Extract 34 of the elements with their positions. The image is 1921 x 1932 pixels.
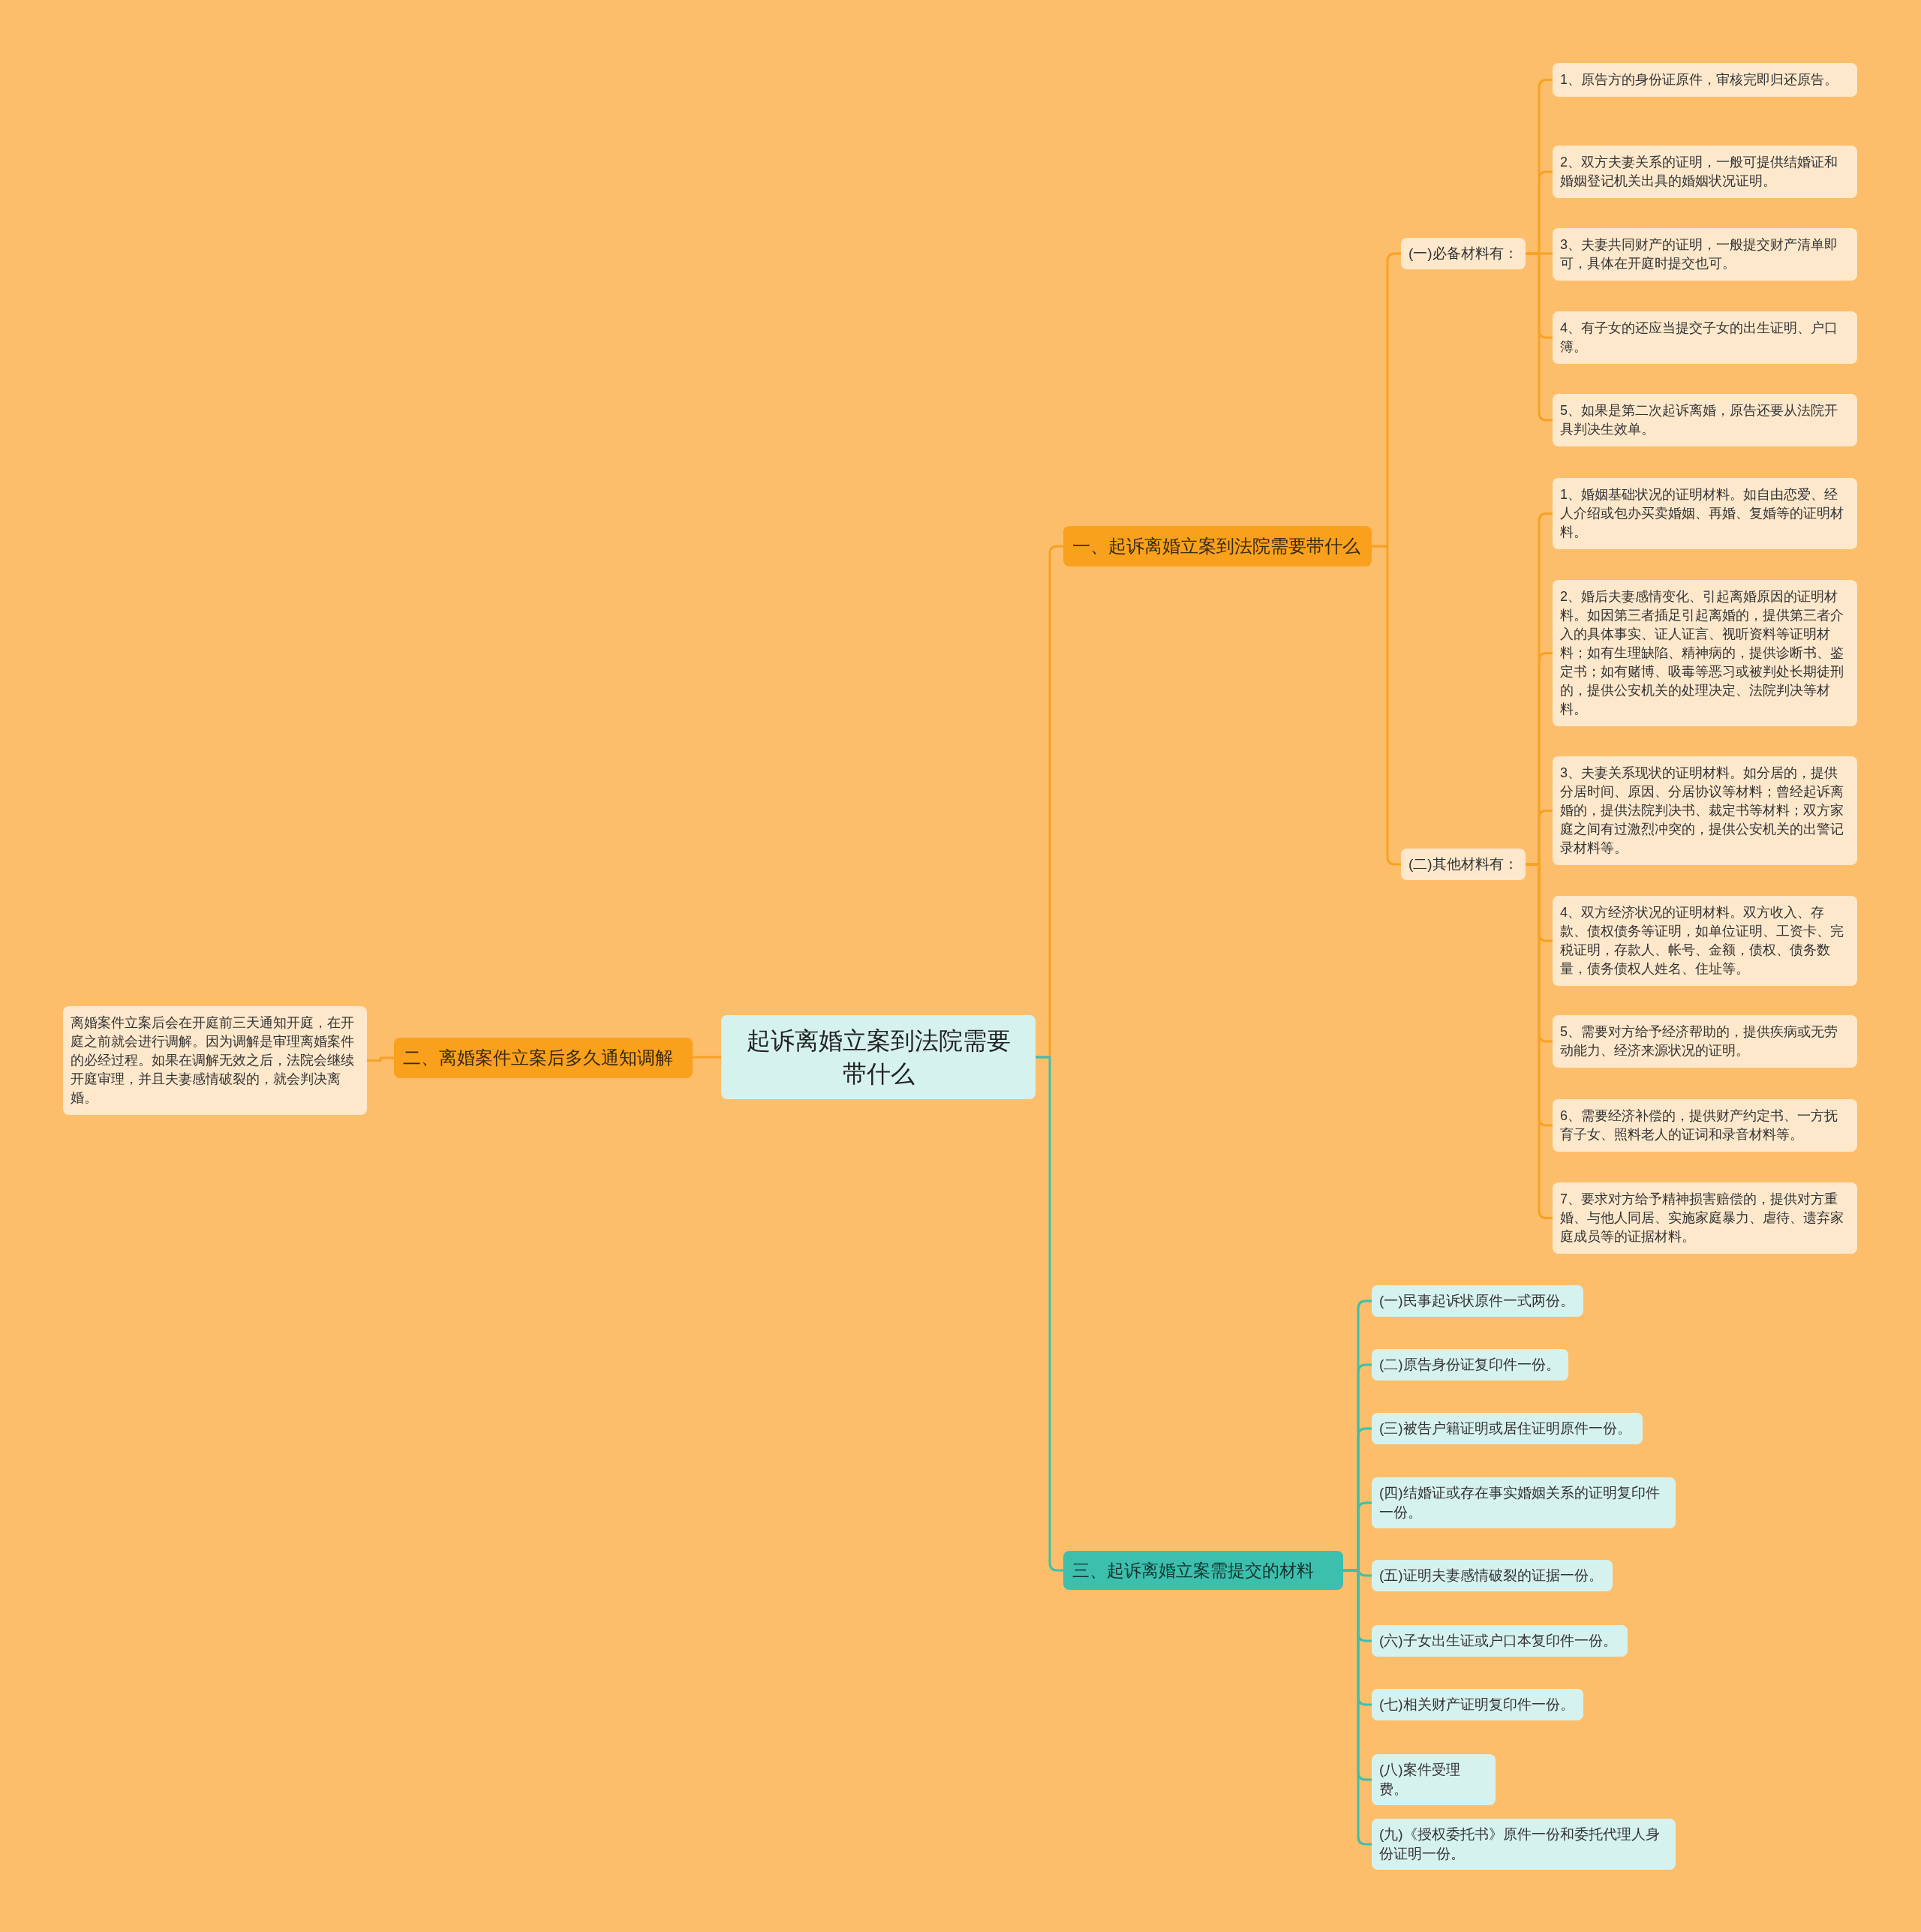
connector-line xyxy=(1526,252,1553,422)
connector-line xyxy=(1526,863,1553,1219)
branch-topic: 三、起诉离婚立案需提交的材料 xyxy=(1063,1551,1343,1590)
detail-box: (七)相关财产证明复印件一份。 xyxy=(1372,1689,1583,1720)
detail-box: (一)民事起诉状原件一式两份。 xyxy=(1372,1285,1583,1317)
subtopic-box: (二)其他材料有： xyxy=(1401,849,1526,880)
detail-box: (六)子女出生证或户口本复印件一份。 xyxy=(1372,1625,1628,1657)
detail-box: (八)案件受理费。 xyxy=(1372,1754,1496,1805)
branch-topic: 二、离婚案件立案后多久通知调解 xyxy=(394,1038,693,1078)
detail-box: (四)结婚证或存在事实婚姻关系的证明复印件一份。 xyxy=(1372,1477,1676,1528)
detail-box: 3、夫妻关系现状的证明材料。如分居的，提供分居时间、原因、分居协议等材料；曾经起诉离婚的，提供法院判决书、裁定书等材料；双方家庭之间有过激烈冲突的，提供公安机关的出警记录材料等。 xyxy=(1553,756,1857,865)
detail-box: 2、婚后夫妻感情变化、引起离婚原因的证明材料。如因第三者插足引起离婚的，提供第三者介入的具体事实、证人证言、视听资料等证明材料；如有生理缺陷、精神病的，提供诊断书、鉴定书；如有赌博、吸毒等恶习或被判处长期徒刑的，提供公安机关的处理决定、法院判决等材料。 xyxy=(1553,580,1857,726)
detail-box: (三)被告户籍证明或居住证明原件一份。 xyxy=(1372,1413,1643,1444)
connector-line xyxy=(1036,1056,1063,1572)
detail-box: 1、婚姻基础状况的证明材料。如自由恋爱、经人介绍或包办买卖婚姻、再婚、复婚等的证明材料。 xyxy=(1553,478,1857,549)
central-topic: 起诉离婚立案到法院需要带什么 xyxy=(721,1015,1036,1099)
branch-topic: 一、起诉离婚立案到法院需要带什么 xyxy=(1063,526,1372,566)
detail-box: 1、原告方的身份证原件，审核完即归还原告。 xyxy=(1553,63,1857,97)
detail-box: 5、如果是第二次起诉离婚，原告还要从法院开具判决生效单。 xyxy=(1553,394,1857,446)
subtopic-box: (一)必备材料有： xyxy=(1401,238,1526,269)
detail-box: 2、双方夫妻关系的证明，一般可提供结婚证和婚姻登记机关出具的婚姻状况证明。 xyxy=(1553,146,1857,198)
detail-box: 7、要求对方给予精神损害赔偿的，提供对方重婚、与他人同居、实施家庭暴力、虐待、遗弃家庭成员等的证据材料。 xyxy=(1553,1182,1857,1254)
detail-box: (五)证明夫妻感情破裂的证据一份。 xyxy=(1372,1560,1613,1591)
detail-box: 4、有子女的还应当提交子女的出生证明、户口簿。 xyxy=(1553,311,1857,364)
detail-box: 5、需要对方给予经济帮助的，提供疾病或无劳动能力、经济来源状况的证明。 xyxy=(1553,1015,1857,1068)
detail-box: 4、双方经济状况的证明材料。双方收入、存款、债权债务等证明，如单位证明、工资卡、完税证明，存款人、帐号、金额，债权、债务数量，债务债权人姓名、住址等。 xyxy=(1553,896,1857,986)
connector-line xyxy=(367,1056,394,1062)
detail-box: 3、夫妻共同财产的证明，一般提交财产清单即可，具体在开庭时提交也可。 xyxy=(1553,228,1857,281)
connector-line xyxy=(1372,545,1401,866)
detail-box: (二)原告身份证复印件一份。 xyxy=(1372,1349,1568,1381)
connector-line xyxy=(693,1056,721,1059)
detail-box: 6、需要经济补偿的，提供财产约定书、一方抚育子女、照料老人的证词和录音材料等。 xyxy=(1553,1099,1857,1152)
detail-box: (九)《授权委托书》原件一份和委托代理人身份证明一份。 xyxy=(1372,1819,1676,1870)
detail-box: 离婚案件立案后会在开庭前三天通知开庭，在开庭之前就会进行调解。因为调解是审理离婚案件的必经过程。如果在调解无效之后，法院会继续开庭审理，并且夫妻感情破裂的，就会判决离婚。 xyxy=(63,1006,367,1115)
